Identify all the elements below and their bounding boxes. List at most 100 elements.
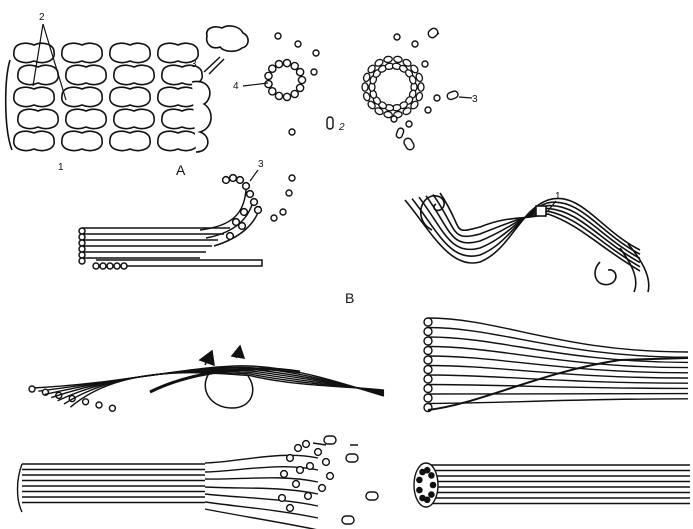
frayed-protofilament: [205, 509, 318, 529]
tubulin-subunit: [66, 65, 106, 84]
ring-subunit: [275, 92, 282, 99]
tubulin-subunit: [241, 209, 248, 216]
ring-subunit: [269, 88, 276, 95]
tubulin-dimer: [366, 492, 378, 500]
tubulin-subunit: [237, 177, 244, 184]
microtubule-wall: [6, 43, 211, 152]
tubulin-subunit: [18, 65, 58, 84]
tubulin-subunit: [305, 493, 312, 500]
marker-block: [536, 206, 546, 216]
tubulin-subunit: [307, 463, 314, 470]
protofilament-end: [424, 394, 432, 402]
label-1: 1: [58, 162, 64, 173]
tubulin-subunit: [110, 43, 150, 62]
protofilament-end: [79, 246, 85, 252]
tubulin-subunit: [251, 199, 258, 206]
protofilament-end: [424, 385, 432, 393]
tubulin-dimer: [342, 516, 354, 524]
splayed-protofilament: [428, 318, 688, 352]
tubulin-subunit: [14, 131, 54, 150]
tubulin-subunit: [62, 43, 102, 62]
tubulin-subunit: [223, 177, 230, 184]
ring-subunit: [393, 56, 402, 63]
tubulin-subunit: [315, 449, 322, 456]
tubulin-dimer: [346, 454, 358, 462]
rotation-arrows: [200, 346, 253, 408]
splayed-protofilament: [428, 375, 688, 383]
label-panel-b: B: [345, 290, 354, 306]
tubulin-subunit: [114, 65, 154, 84]
protofilament-end: [114, 263, 120, 269]
tubulin-subunit: [287, 455, 294, 462]
protofilament-end: [424, 328, 432, 336]
twisted-protofilament: [628, 244, 649, 292]
label-2-top: 2: [39, 12, 45, 23]
bent-protofilament: [64, 372, 384, 404]
ring-subunit: [275, 61, 282, 68]
ring-subunit: [291, 90, 298, 97]
protofilament-section: [430, 482, 435, 487]
label-3: 3: [191, 59, 197, 70]
tubulin-subunit: [279, 495, 286, 502]
peeling-microtubule: [79, 175, 262, 269]
tubulin-subunit: [62, 87, 102, 106]
tubulin-subunit: [158, 131, 198, 150]
ring-subunit: [298, 76, 305, 83]
ring-subunit: [269, 65, 276, 72]
bundle-cut: [18, 464, 23, 512]
protofilament-end: [100, 263, 106, 269]
frayed-protofilament: [205, 487, 318, 494]
bent-protofilament: [51, 370, 384, 397]
twisted-bundle: [405, 193, 649, 292]
tubulin-subunit: [14, 43, 54, 62]
spiral-end: [595, 262, 616, 285]
dimer-arrow: [204, 57, 224, 74]
tubulin-subunit: [287, 505, 294, 512]
tubulin-subunit: [18, 109, 58, 128]
protofilament-section: [420, 495, 425, 500]
tubulin-dimer-large: [207, 26, 248, 51]
ring-subunit: [297, 84, 304, 91]
protofilament-section: [429, 492, 434, 497]
splayed-protofilament: [428, 385, 688, 389]
protofilament-end: [79, 258, 85, 264]
label-2-dimer: 2: [338, 122, 345, 133]
protofilament-end: [79, 234, 85, 240]
label-3-peel: 3: [258, 159, 264, 170]
dash-marks: [313, 443, 358, 445]
protofilament-end: [121, 263, 127, 269]
protofilament-end: [424, 318, 432, 326]
tubulin-subunit: [281, 471, 288, 478]
ring-subunit: [418, 83, 424, 91]
bent-bundle: [29, 366, 384, 411]
ring-subunit: [265, 72, 272, 79]
fraying-bundle: [18, 436, 379, 529]
ring-subunit: [297, 69, 304, 76]
protofilament-section: [417, 488, 422, 493]
free-subunits-a: [271, 27, 459, 221]
ring-subunit: [265, 81, 272, 88]
label-4: 4: [233, 81, 239, 92]
tubulin-subunit: [247, 191, 254, 198]
tubulin-subunit: [14, 87, 54, 106]
tubulin-subunit: [327, 473, 334, 480]
protofilament-end: [79, 240, 85, 246]
tubulin-subunit: [323, 459, 330, 466]
label-panel-a: A: [176, 162, 186, 178]
protofilament-section: [425, 468, 430, 473]
protofilament-section: [417, 477, 422, 482]
protofilament-end: [79, 228, 85, 234]
label-3-ring: 3: [472, 94, 478, 105]
protofilament-end: [83, 399, 89, 405]
label-1-twist: 1: [555, 191, 561, 202]
tubulin-subunit: [319, 485, 326, 492]
frayed-protofilament: [205, 478, 318, 482]
protofilament-end: [109, 405, 115, 411]
tubulin-subunit: [227, 233, 234, 240]
protofilament-end: [96, 402, 102, 408]
protofilament-end: [424, 366, 432, 374]
tubulin-subunit: [239, 223, 246, 230]
splayed-bundle: [424, 318, 688, 412]
straight-bundle: [414, 463, 690, 507]
